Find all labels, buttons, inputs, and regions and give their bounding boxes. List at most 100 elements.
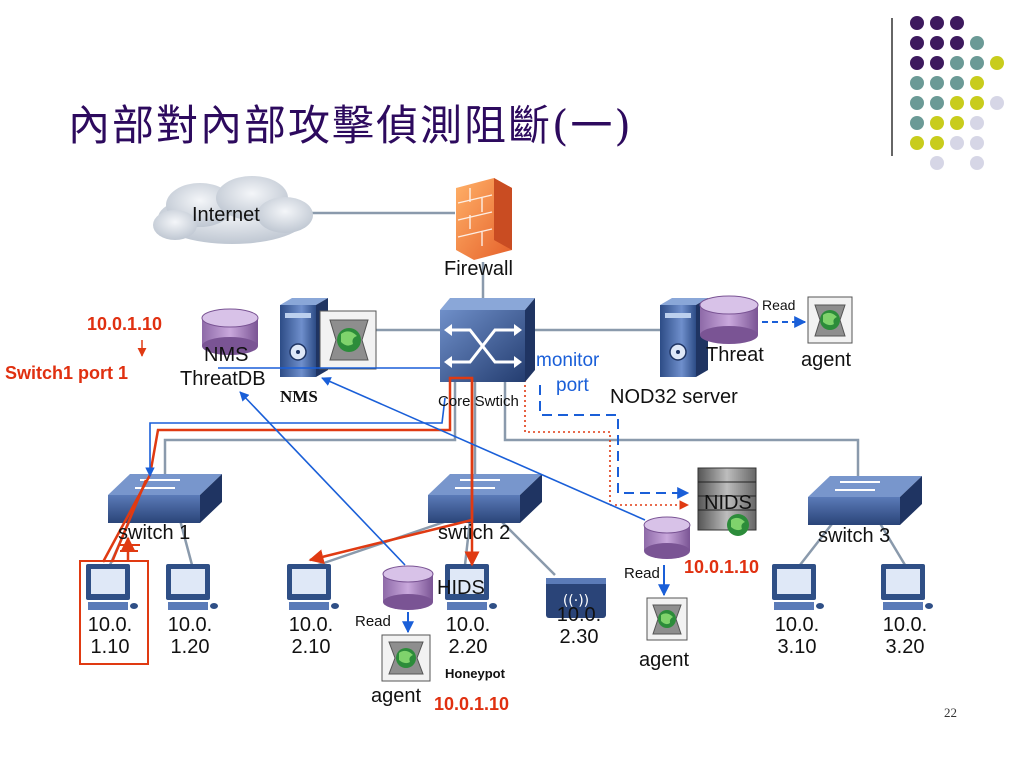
decor-dot [950,96,964,110]
threatdb-database-icon [201,308,259,355]
threat-label: Threat [706,344,764,366]
firewall-label: Firewall [444,258,513,280]
decor-dot [910,116,924,130]
pc-icon [772,564,824,610]
link-switch3-pc310 [799,519,836,566]
decor-dot [930,96,944,110]
pc-label-2-30: 10.0.2.30 [556,604,602,648]
honeypot-label: Honeypot [445,666,505,681]
monitor-label: monitor [536,350,600,371]
agent-label-hids: agent [371,685,422,707]
link-switch1-pc120 [178,519,194,566]
decor-dot [970,76,984,90]
pc-label-3-10: 10.0.3.10 [774,614,820,658]
hids-alert-to-nms [239,391,406,566]
hids-database-icon [382,565,434,610]
link-core-switch3 [503,380,860,478]
port-label: port [556,375,589,396]
link-switch2-ap [499,519,556,576]
nids-server-icon [697,467,757,536]
decor-dot [910,96,924,110]
nms-agent-icon [319,310,377,370]
nod32-server-label: NOD32 server [610,386,738,408]
nids-agent-icon [646,597,688,641]
read-label-nids: Read [624,565,660,582]
nids-database-icon [643,516,691,559]
pc-label-2-20: 10.0.2.20 [445,614,491,658]
page-number: 22 [944,705,957,720]
firewall-icon [456,178,512,260]
hids-agent-icon [381,634,431,682]
attacker-ip-label-top: 10.0.1.10 [87,314,163,334]
agent-label-nids: agent [639,649,690,671]
decor-dot [930,16,944,30]
decor-dot [910,16,924,30]
decor-dot [970,136,984,150]
nids-alert-to-nms [321,377,646,521]
pc-icon [166,564,218,610]
core-switch-icon [440,298,535,382]
hids-label: HIDS [437,577,485,599]
pc-label-1-20: 10.0.1.20 [167,614,213,658]
internet-cloud [153,176,313,244]
slide-title: 內部對內部攻擊偵測阻斷(一) [68,101,633,150]
pc-icon [86,564,138,610]
network-links [108,211,907,576]
svg-text:((·)): ((·)) [563,593,589,609]
link-switch3-pc320 [876,519,907,566]
switch3-icon [808,476,922,525]
pc-icon [881,564,933,610]
threat-database-icon [699,295,759,344]
attack-path-second [110,479,148,563]
attacker-ip-label-bottom: 10.0.1.10 [434,694,510,714]
decor-dot [930,76,944,90]
decor-dot [990,96,1004,110]
top-agent-icon [807,296,853,344]
nms-bold-label: NMS [280,387,318,406]
decor-dot [910,56,924,70]
title-divider [891,18,893,156]
pc-icon [287,564,339,610]
link-core-switch1 [163,380,457,480]
nms-label: NMS [204,344,249,366]
pc-label-3-20: 10.0.3.20 [882,614,928,658]
pc-group [86,564,933,610]
pc-icon [445,564,497,610]
decor-dot [950,56,964,70]
decor-dot [950,36,964,50]
switch1-icon [108,474,222,523]
decor-dot [990,56,1004,70]
decor-dot [970,116,984,130]
switch2-icon [428,474,542,523]
internet-label: Internet [192,204,260,226]
attacker-highlight-box [79,560,149,665]
pc-label-1-10: 10.0.1.10 [87,614,133,658]
decor-dot [930,116,944,130]
decor-dot [930,56,944,70]
decor-dot [910,76,924,90]
attack-path-to-pc210 [308,378,474,565]
decor-dot [970,156,984,170]
pc-label-2-10: 10.0.2.10 [288,614,334,658]
switch1-port1-label: Switch1 port 1 [5,363,129,383]
decor-dot [950,16,964,30]
decor-dot [950,136,964,150]
decor-dot [930,156,944,170]
decor-dot [930,36,944,50]
decor-dot [970,96,984,110]
switch3-label: switch 3 [818,525,891,547]
switch2-label: swtich 2 [438,522,511,544]
block-command-to-switch1 [145,397,446,477]
wireless-ap-icon: ((·)) [546,578,606,618]
nids-label: NIDS [704,492,752,514]
attacker-ip-label-nids: 10.0.1.10 [684,557,760,577]
monitor-port-mirror-link [539,385,690,499]
threatdb-label: ThreatDB [180,368,266,390]
decor-dot [950,116,964,130]
agent-label-top: agent [801,349,852,371]
decor-dot [910,36,924,50]
core-switch-label: Core Swtich [438,393,519,410]
decor-dot [970,36,984,50]
decorative-dot-grid [900,14,1010,170]
decor-dot [910,136,924,150]
